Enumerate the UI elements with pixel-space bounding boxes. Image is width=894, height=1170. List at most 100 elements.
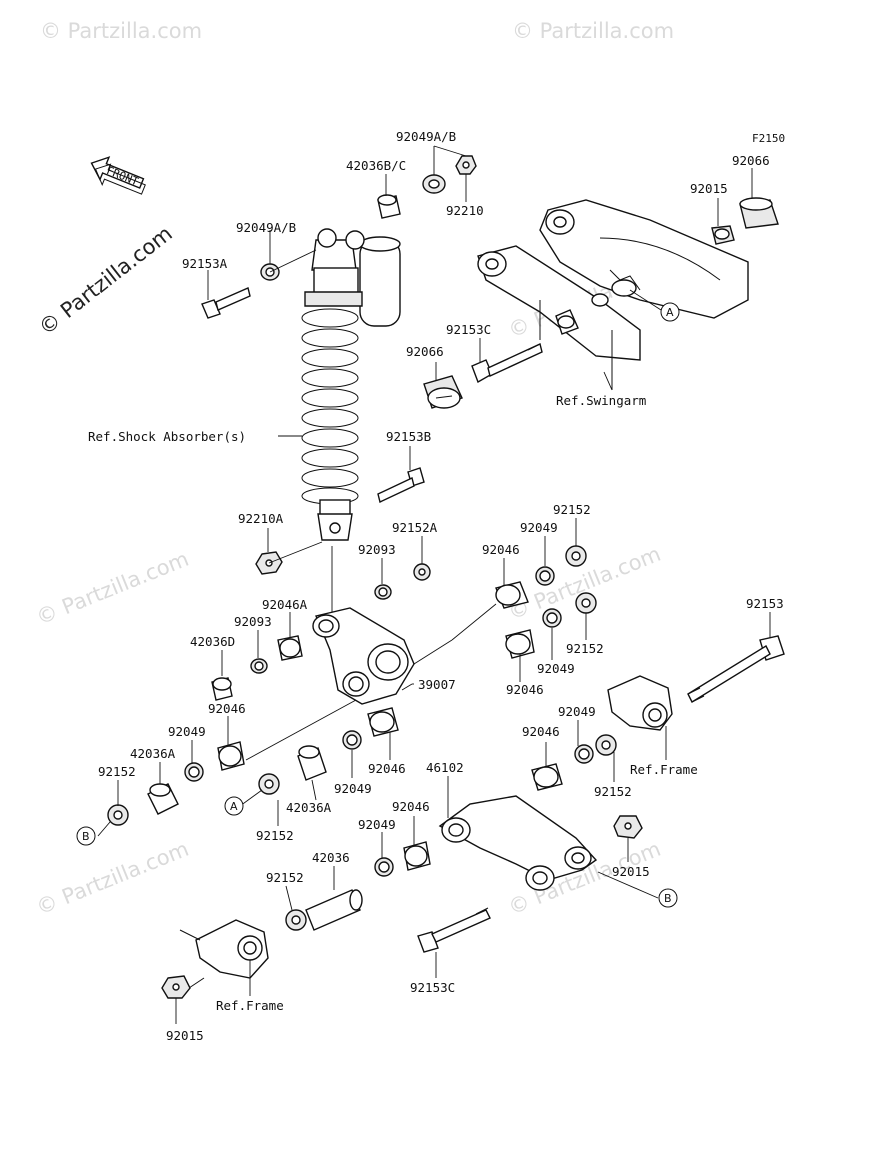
label-92210: 92210 (446, 203, 484, 218)
part-92046-mid (505, 629, 535, 659)
part-92046-right (531, 763, 563, 791)
label-92093-top: 92093 (358, 542, 396, 557)
label-92049-center: 92049 (334, 781, 372, 796)
label-92046-left: 92046 (208, 701, 246, 716)
part-92152-center (258, 773, 280, 795)
main-watermark: © Partzilla.com (34, 221, 176, 340)
part-42036A-left (147, 783, 179, 815)
label-92153B: 92153B (386, 429, 431, 444)
label-42036A-left: 42036A (130, 746, 176, 761)
part-92066-cap-mid (423, 375, 463, 409)
part-92049AB-top (422, 174, 446, 194)
watermark: © Partzilla.com (40, 19, 202, 43)
part-42036-collar (305, 889, 363, 931)
marker-letter: B (664, 892, 672, 905)
part-swingarm-collar (555, 309, 579, 335)
label-42036: 42036 (312, 850, 350, 865)
label-92153A: 92153A (182, 256, 228, 271)
label-92153C-bottom: 92153C (410, 980, 455, 995)
shock-absorber (301, 228, 401, 541)
label-92049AB-top: 92049A/B (396, 129, 456, 144)
part-92153C-bolt (471, 343, 543, 384)
label-92049-low: 92049 (358, 817, 396, 832)
part-46102-tie-rod (438, 795, 598, 891)
marker-letter: A (666, 306, 674, 319)
label-92152-center: 92152 (256, 828, 294, 843)
label-92152-right: 92152 (594, 784, 632, 799)
marker-letter: B (82, 830, 90, 843)
part-92015-bottom-nut (161, 975, 191, 999)
part-92049-low (374, 857, 394, 877)
part-92049-top (535, 566, 555, 586)
part-92049-center (342, 730, 362, 750)
label-92152A: 92152A (392, 520, 438, 535)
part-92049-left (184, 762, 204, 782)
part-92093-top (374, 584, 392, 600)
label-92015-right: 92015 (612, 864, 650, 879)
ref-swingarm: Ref.Swingarm (556, 393, 646, 408)
frame-bracket-left (179, 919, 269, 991)
label-92153: 92153 (746, 596, 784, 611)
ref-frame-left: Ref.Frame (216, 998, 284, 1013)
label-92049-left: 92049 (168, 724, 206, 739)
label-42036D: 42036D (190, 634, 235, 649)
marker-letter: A (230, 800, 238, 813)
part-92153A-bolt (201, 287, 251, 319)
label-92153C-top: 92153C (446, 322, 491, 337)
label-92046-mid: 92046 (506, 682, 544, 697)
part-92093-left (250, 658, 268, 674)
part-39007-rocker-arm (312, 607, 415, 705)
part-42036BC-collar (377, 194, 401, 219)
part-42036D-collar (211, 677, 233, 701)
label-92152-left: 92152 (98, 764, 136, 779)
part-92152-top (565, 545, 587, 567)
part-92153C-bottom-bolt (417, 907, 491, 953)
marker-b-left: B (76, 826, 96, 846)
part-92152-right (595, 734, 617, 756)
part-92046-left (217, 741, 245, 771)
part-92046-center (367, 707, 399, 737)
marker-b-right: B (658, 888, 678, 908)
part-42036A-center (297, 745, 327, 781)
label-92049-mid: 92049 (537, 661, 575, 676)
part-92152A-washer (413, 563, 431, 581)
label-92046-low: 92046 (392, 799, 430, 814)
part-92153B-bolt (377, 467, 425, 503)
label-92015-top: 92015 (690, 181, 728, 196)
part-labels: 92049A/B 42036B/C 92210 92049A/B 92153A … (98, 129, 784, 1043)
part-92046-low (403, 841, 431, 871)
part-92046-top (495, 581, 529, 609)
label-39007: 39007 (418, 677, 456, 692)
label-42036BC: 42036B/C (346, 158, 406, 173)
label-92049-right: 92049 (558, 704, 596, 719)
front-arrow-icon: FRONT (90, 156, 146, 195)
watermark: © Partzilla.com (33, 547, 192, 630)
ref-shock-absorber: Ref.Shock Absorber(s) (88, 429, 246, 444)
label-42036A-center: 42036A (286, 800, 332, 815)
marker-a-left: A (224, 796, 244, 816)
label-92015-bottom: 92015 (166, 1028, 204, 1043)
label-92152-mid: 92152 (566, 641, 604, 656)
part-92210-nut (455, 155, 477, 175)
reference-labels: Ref.Swingarm Ref.Shock Absorber(s) Ref.F… (88, 393, 698, 1013)
watermark: © Partzilla.com (33, 837, 192, 920)
label-92066-top: 92066 (732, 153, 770, 168)
label-92049AB-left: 92049A/B (236, 220, 296, 235)
part-92066-cap (739, 197, 779, 229)
label-92066-mid: 92066 (406, 344, 444, 359)
label-92152-top: 92152 (553, 502, 591, 517)
label-92046-top: 92046 (482, 542, 520, 557)
part-92049-mid (542, 608, 562, 628)
ref-frame-right: Ref.Frame (630, 762, 698, 777)
label-92046-right: 92046 (522, 724, 560, 739)
label-92093-left: 92093 (234, 614, 272, 629)
label-92046A: 92046A (262, 597, 308, 612)
swingarm (477, 199, 749, 390)
frame-bracket-right (607, 675, 673, 731)
label-92046-center: 92046 (368, 761, 406, 776)
label-92049-top: 92049 (520, 520, 558, 535)
part-92153-bolt (687, 635, 785, 703)
part-92046A (277, 635, 303, 661)
marker-a-swingarm: A (629, 289, 680, 322)
